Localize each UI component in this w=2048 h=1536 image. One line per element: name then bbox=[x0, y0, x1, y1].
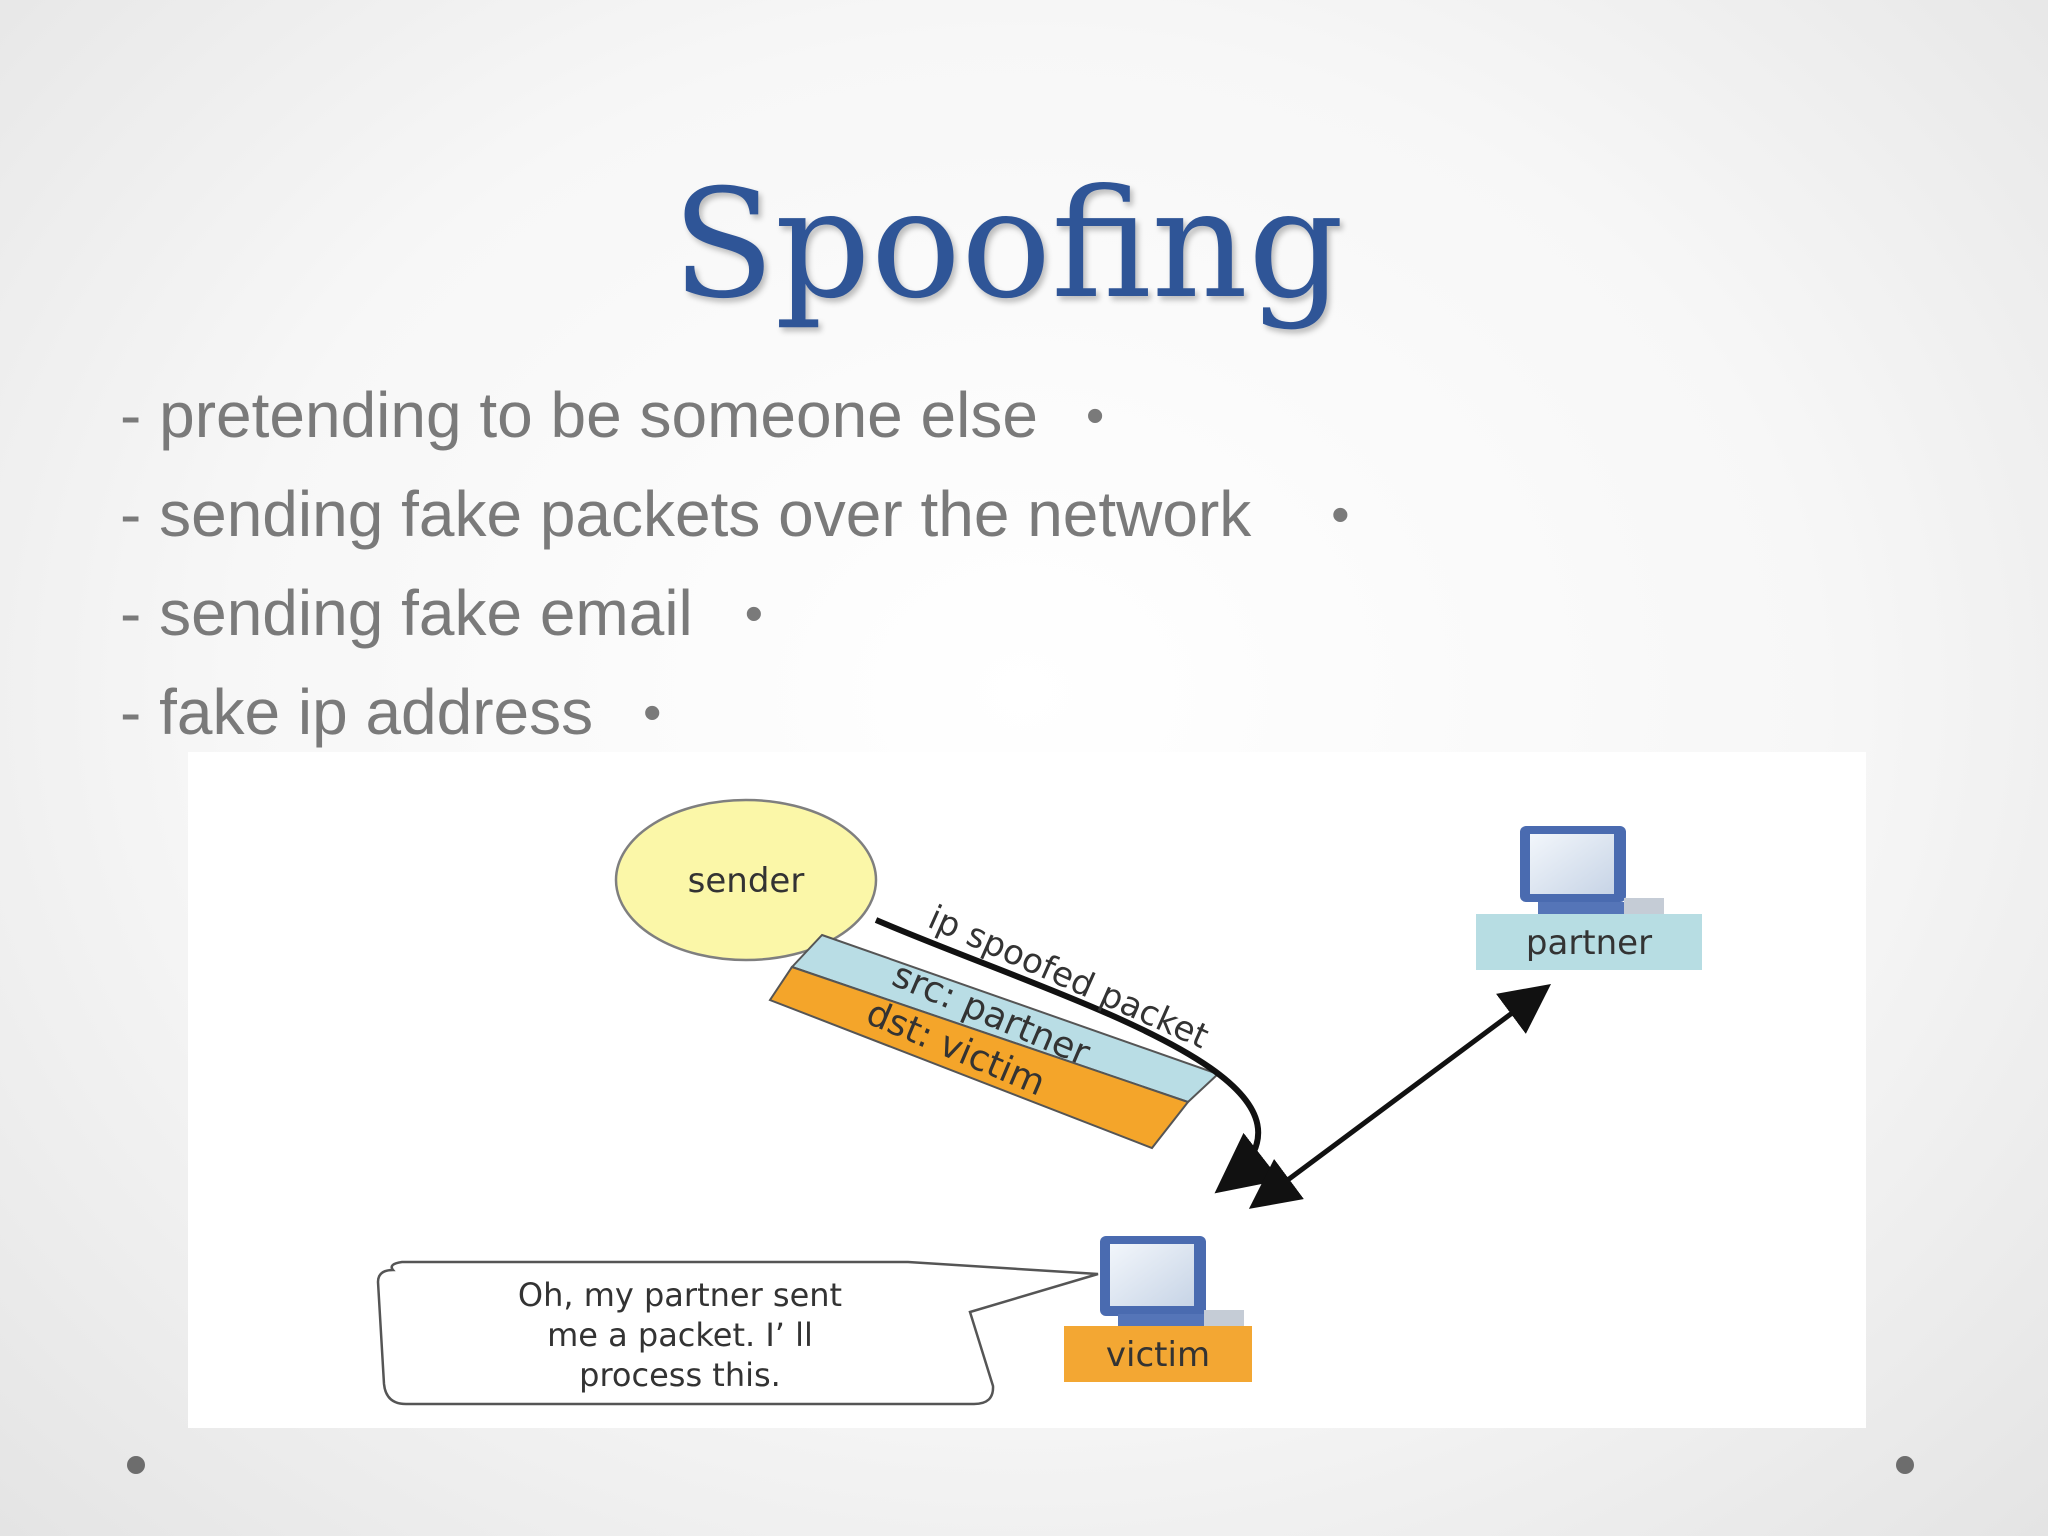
victim-speech-bubble: Oh, my partner sent me a packet. I’ ll p… bbox=[376, 1260, 1099, 1406]
bullet-marker: • bbox=[1085, 387, 1105, 445]
bullet-item: - pretending to be someone else • bbox=[120, 375, 1350, 474]
bullet-text: - fake ip address bbox=[120, 676, 594, 748]
speech-line: process this. bbox=[579, 1356, 781, 1394]
sender-node: sender bbox=[614, 798, 878, 962]
victim-tag: victim bbox=[1064, 1326, 1252, 1382]
bullet-marker: • bbox=[744, 585, 763, 643]
victim-partner-arrow bbox=[1248, 984, 1552, 1209]
bullet-item: - sending fake packets over the network • bbox=[120, 474, 1350, 573]
diagram-canvas: sender src: partner dst: victim ip spoof… bbox=[376, 798, 1702, 1406]
victim-label: victim bbox=[1106, 1335, 1210, 1375]
partner-label: partner bbox=[1526, 923, 1652, 963]
partner-tag: partner bbox=[1476, 914, 1702, 970]
speech-line: me a packet. I’ ll bbox=[547, 1316, 813, 1354]
bullet-marker: • bbox=[643, 684, 662, 742]
bullet-list: - pretending to be someone else • - sendi… bbox=[120, 375, 1350, 771]
slide-title: Spoofing bbox=[671, 158, 1345, 332]
partner-computer-icon bbox=[1520, 826, 1664, 922]
bullet-item: - sending fake email • bbox=[120, 573, 1350, 672]
corner-ornament bbox=[127, 1456, 145, 1474]
corner-ornament bbox=[1896, 1456, 1914, 1474]
bullet-text: - sending fake packets over the network bbox=[120, 478, 1252, 550]
bullet-marker: • bbox=[1331, 486, 1350, 544]
bullet-text: - pretending to be someone else bbox=[120, 379, 1038, 451]
bullet-text: - sending fake email bbox=[120, 577, 693, 649]
bullet-item: - fake ip address • bbox=[120, 672, 1350, 771]
sender-label: sender bbox=[688, 861, 805, 901]
speech-line: Oh, my partner sent bbox=[518, 1276, 842, 1314]
victim-computer-icon bbox=[1100, 1236, 1244, 1334]
spoofing-diagram: sender src: partner dst: victim ip spoof… bbox=[188, 752, 1866, 1428]
